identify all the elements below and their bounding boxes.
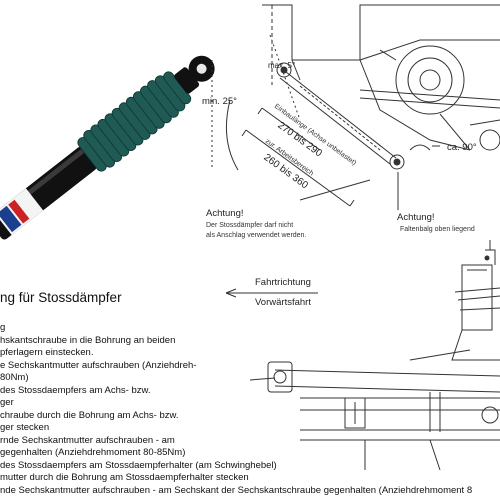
- warning1-text-1: Der Stossdämpfer darf nicht: [206, 222, 294, 229]
- instruction-line: g: [0, 322, 6, 333]
- section-title: ng für Stossdämpfer: [0, 290, 122, 305]
- warning1-title: Achtung!: [206, 208, 244, 219]
- angle-left-label: min. 25°: [202, 96, 237, 107]
- instruction-line: mutter durch die Bohrung am Stossdaempfe…: [0, 472, 249, 483]
- instruction-line: ger stecken: [0, 422, 50, 433]
- angle-right-label: ca. 90°: [447, 142, 477, 153]
- installation-diagram: [211, 4, 500, 210]
- instruction-line: pferlagern einstecken.: [0, 347, 94, 358]
- instruction-line: gegenhalten (Anziehdrehmoment 80-85Nm): [0, 447, 186, 458]
- angle-top-label: max. 5°: [268, 61, 296, 70]
- instruction-line: des Stossdaempfers am Achs- bzw.: [0, 384, 151, 396]
- shock-absorber-photo: [0, 55, 215, 240]
- instruction-line: des Stossdaempfers am Stossdaempferhalte…: [0, 459, 277, 471]
- warning1-text-2: als Anschlag verwendet werden.: [206, 232, 307, 239]
- direction-label-bottom: Vorwärtsfahrt: [255, 297, 311, 308]
- instruction-line: 80Nm): [0, 372, 29, 383]
- instruction-line: rnde Sechskantmutter aufschrauben - am: [0, 434, 175, 446]
- instruction-line: chraube durch die Bohrung am Achs- bzw.: [0, 409, 179, 421]
- warning2-text: Faltenbalg oben liegend: [400, 226, 475, 233]
- direction-label-top: Fahrtrichtung: [255, 277, 311, 288]
- warning2-title: Achtung!: [397, 212, 435, 223]
- instruction-line: hskantschraube in die Bohrung an beiden: [0, 334, 176, 346]
- instruction-line: nde Sechskantmutter aufschrauben - am Se…: [0, 484, 473, 496]
- instruction-line: e Sechskantmutter aufschrauben (Anziehdr…: [0, 359, 197, 371]
- instruction-line: ger: [0, 397, 14, 408]
